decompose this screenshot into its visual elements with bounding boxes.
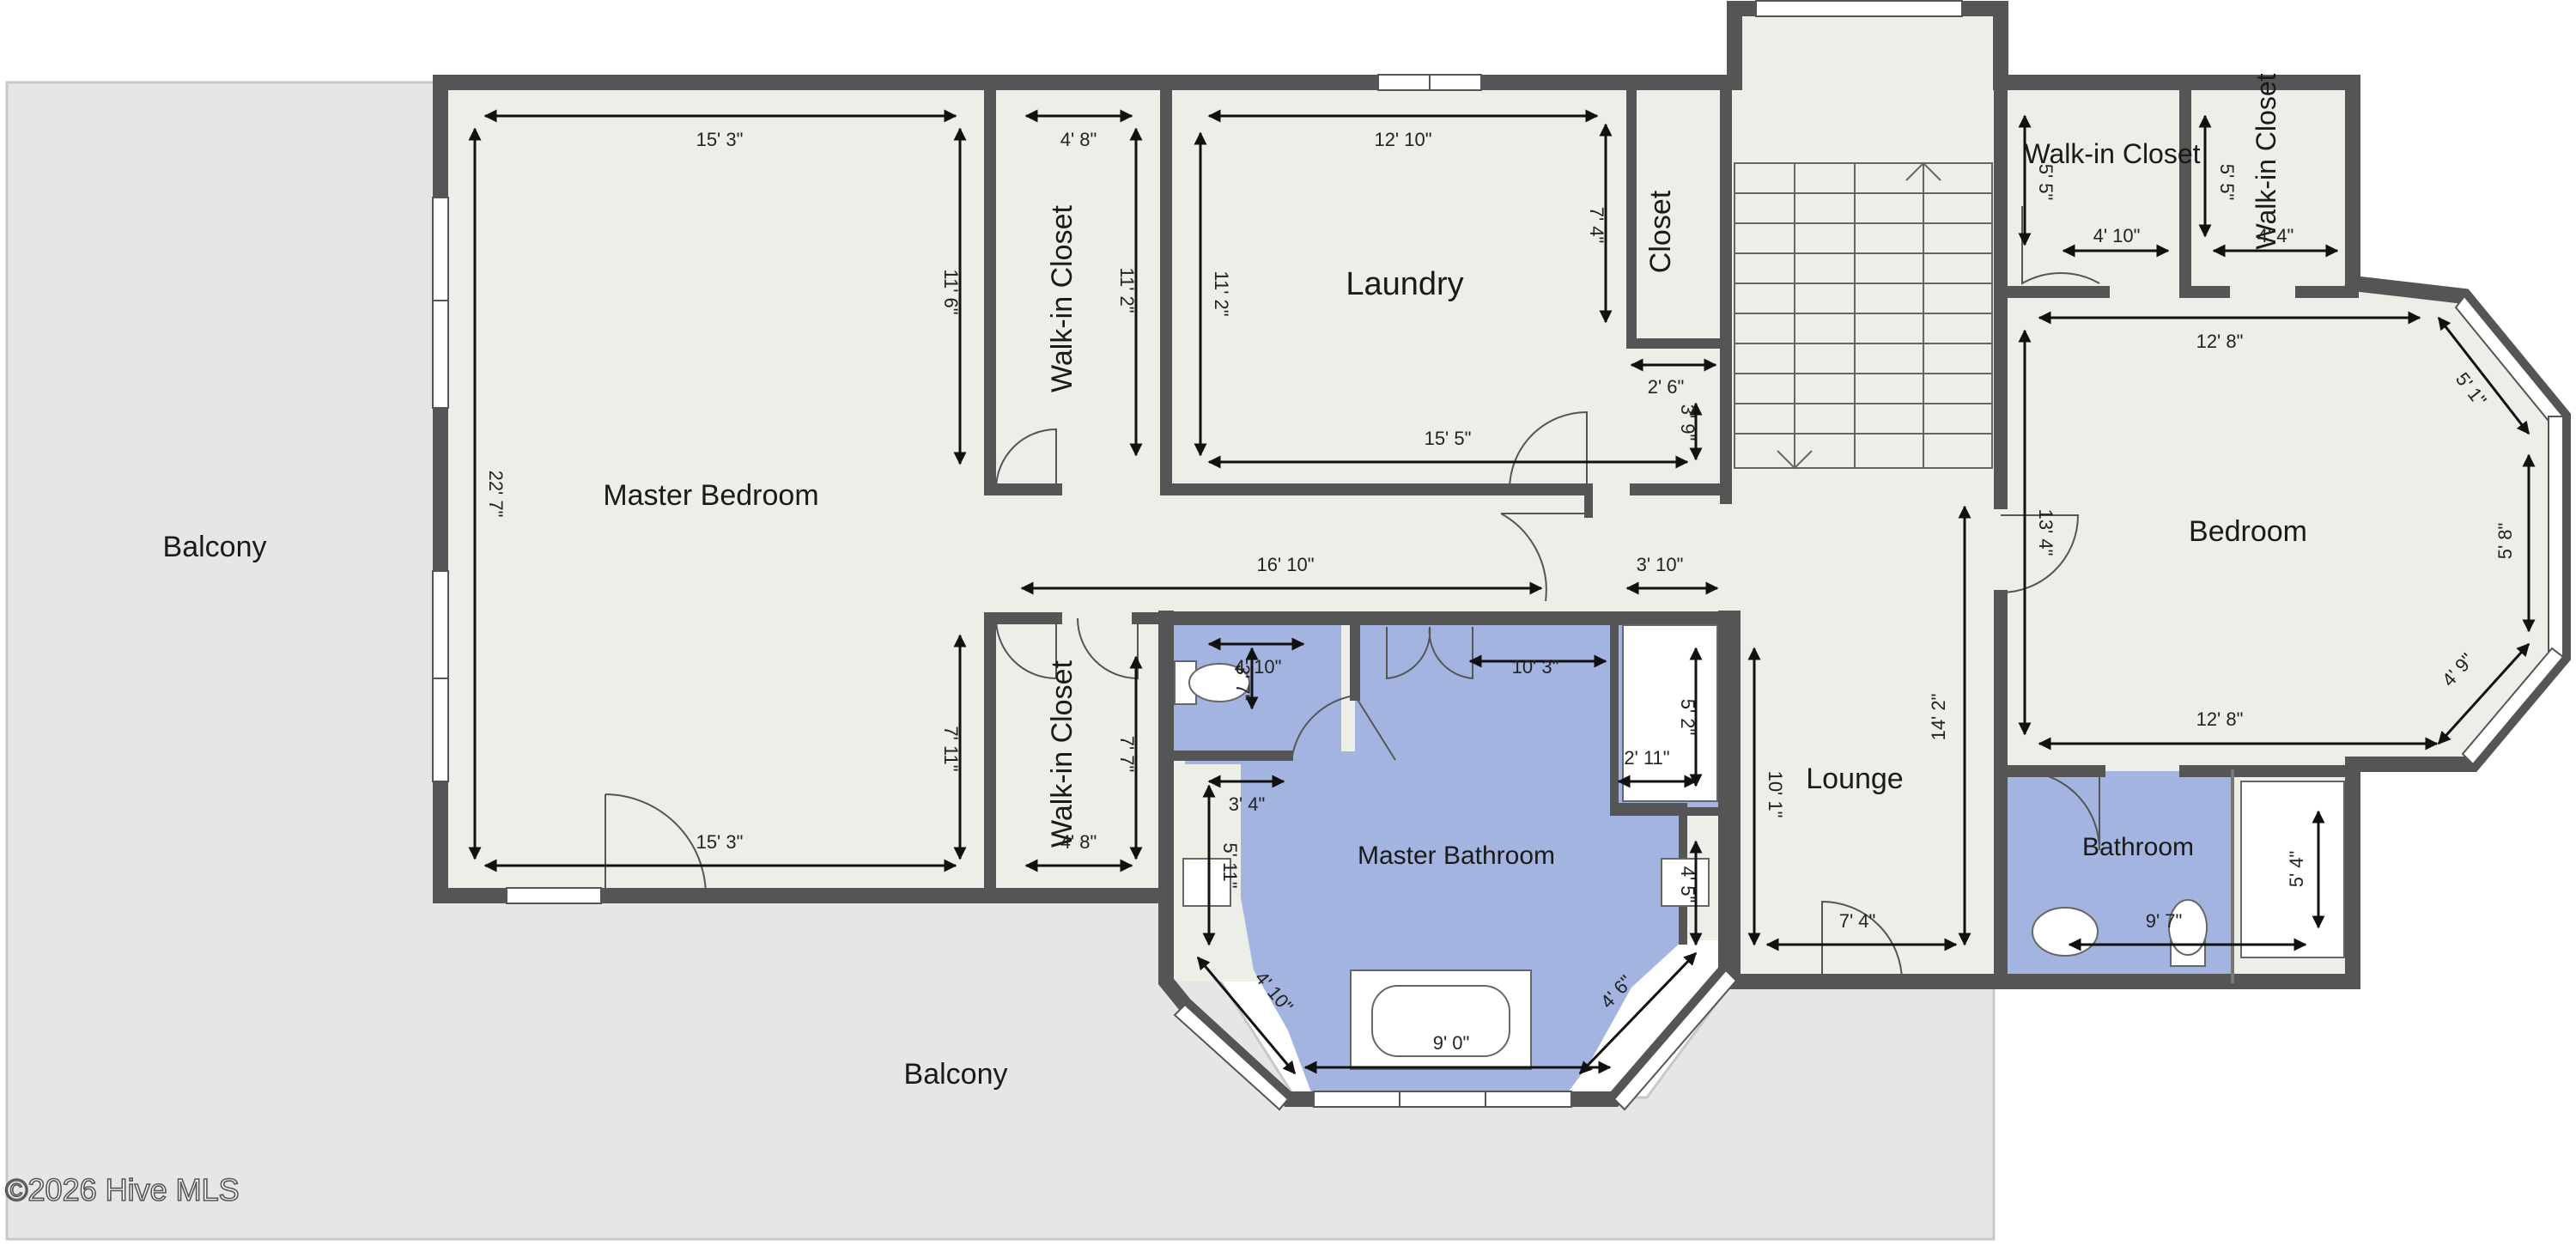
dim-label: 5' 8" — [2494, 523, 2516, 560]
dim-label: 4' 8" — [1060, 129, 1097, 150]
room-label-balcony-bottom: Balcony — [904, 1058, 1008, 1091]
room-label-walk-in-closet-2: Walk-in Closet — [1046, 660, 1078, 848]
watermark: ©2026 Hive MLS — [5, 1172, 240, 1207]
dim-label: 12' 8" — [2196, 331, 2244, 352]
dim-label: 11' 6" — [940, 269, 962, 314]
room-label-walk-in-closet-4: Walk-in Closet — [2251, 73, 2281, 249]
dim-label: 15' 3" — [696, 129, 744, 150]
dim-label: 7' 7" — [1116, 736, 1138, 773]
shower-icon — [1622, 624, 1718, 802]
fixtures — [1174, 624, 2345, 1070]
dim-label: 3' 7" — [1232, 665, 1254, 702]
dim-label: 3' 10" — [1637, 554, 1684, 575]
dim-label: 9' 7" — [2146, 910, 2183, 932]
room-label-balcony-left: Balcony — [163, 531, 267, 563]
sink-icon — [2032, 907, 2099, 957]
room-label-lounge: Lounge — [1806, 763, 1903, 795]
room-label-walk-in-closet-1: Walk-in Closet — [1046, 205, 1078, 392]
dim-label: 15' 5" — [1425, 428, 1472, 449]
room-label-walk-in-closet-3: Walk-in Closet — [2024, 138, 2200, 169]
room-label-laundry: Laundry — [1346, 266, 1463, 302]
dim-label: 16' 10" — [1256, 554, 1314, 575]
room-label-bathroom: Bathroom — [2082, 833, 2194, 861]
dim-label: 5' 5" — [2035, 164, 2057, 201]
dim-label: 5' 2" — [1677, 699, 1698, 736]
dim-label: 2' 11" — [1624, 747, 1669, 769]
doors — [605, 206, 2100, 982]
dim-label: 4' 10" — [2093, 225, 2141, 246]
dimension-labels: 15' 3" 15' 3" 22' 7" 11' 6" 7' 11" 4' 8"… — [485, 129, 2516, 1054]
shower-icon — [2240, 781, 2345, 958]
dim-label: 7' 11" — [940, 726, 962, 771]
dim-label: 10' 3" — [1512, 656, 1559, 678]
dim-label: 13' 4" — [2035, 509, 2057, 556]
dim-label: 5' 5" — [2216, 164, 2238, 201]
dim-label: 4' 8" — [1060, 831, 1097, 853]
dim-label: 14' 2" — [1928, 694, 1949, 741]
dim-label: 5' 11" — [1219, 842, 1241, 888]
dim-label: 5' 4" — [2286, 851, 2307, 888]
dim-label: 7' 4" — [1839, 910, 1876, 932]
dim-label: 12' 8" — [2196, 708, 2244, 730]
dim-label: 11' 2" — [1116, 267, 1138, 313]
dim-label: 10' 1" — [1765, 771, 1786, 818]
staircase — [1734, 161, 1993, 470]
dim-label: 12' 10" — [1374, 129, 1431, 150]
room-labels: Balcony Balcony Master Bedroom Laundry C… — [163, 73, 2307, 1091]
dim-label: 22' 7" — [485, 471, 507, 518]
dim-label: 4' 5" — [1677, 866, 1698, 903]
room-label-master-bathroom: Master Bathroom — [1358, 842, 1555, 870]
dim-label: 11' 2" — [1211, 270, 1232, 316]
dim-label: 4' 10" — [1235, 656, 1282, 678]
dim-label: 3' 9" — [1677, 404, 1698, 441]
dim-label: 15' 3" — [696, 831, 744, 853]
dim-label: 9' 0" — [1433, 1032, 1470, 1054]
room-label-bedroom: Bedroom — [2189, 515, 2307, 548]
room-label-master-bedroom: Master Bedroom — [603, 479, 818, 512]
dim-label: 2' 6" — [1648, 376, 1685, 398]
dim-label: 3' 4" — [1229, 793, 1266, 815]
room-label-closet: Closet — [1644, 190, 1677, 273]
dimension-lines — [468, 109, 2536, 1075]
dim-label: 4' 4" — [2257, 225, 2294, 246]
dim-label: 7' 4" — [1586, 207, 1607, 244]
